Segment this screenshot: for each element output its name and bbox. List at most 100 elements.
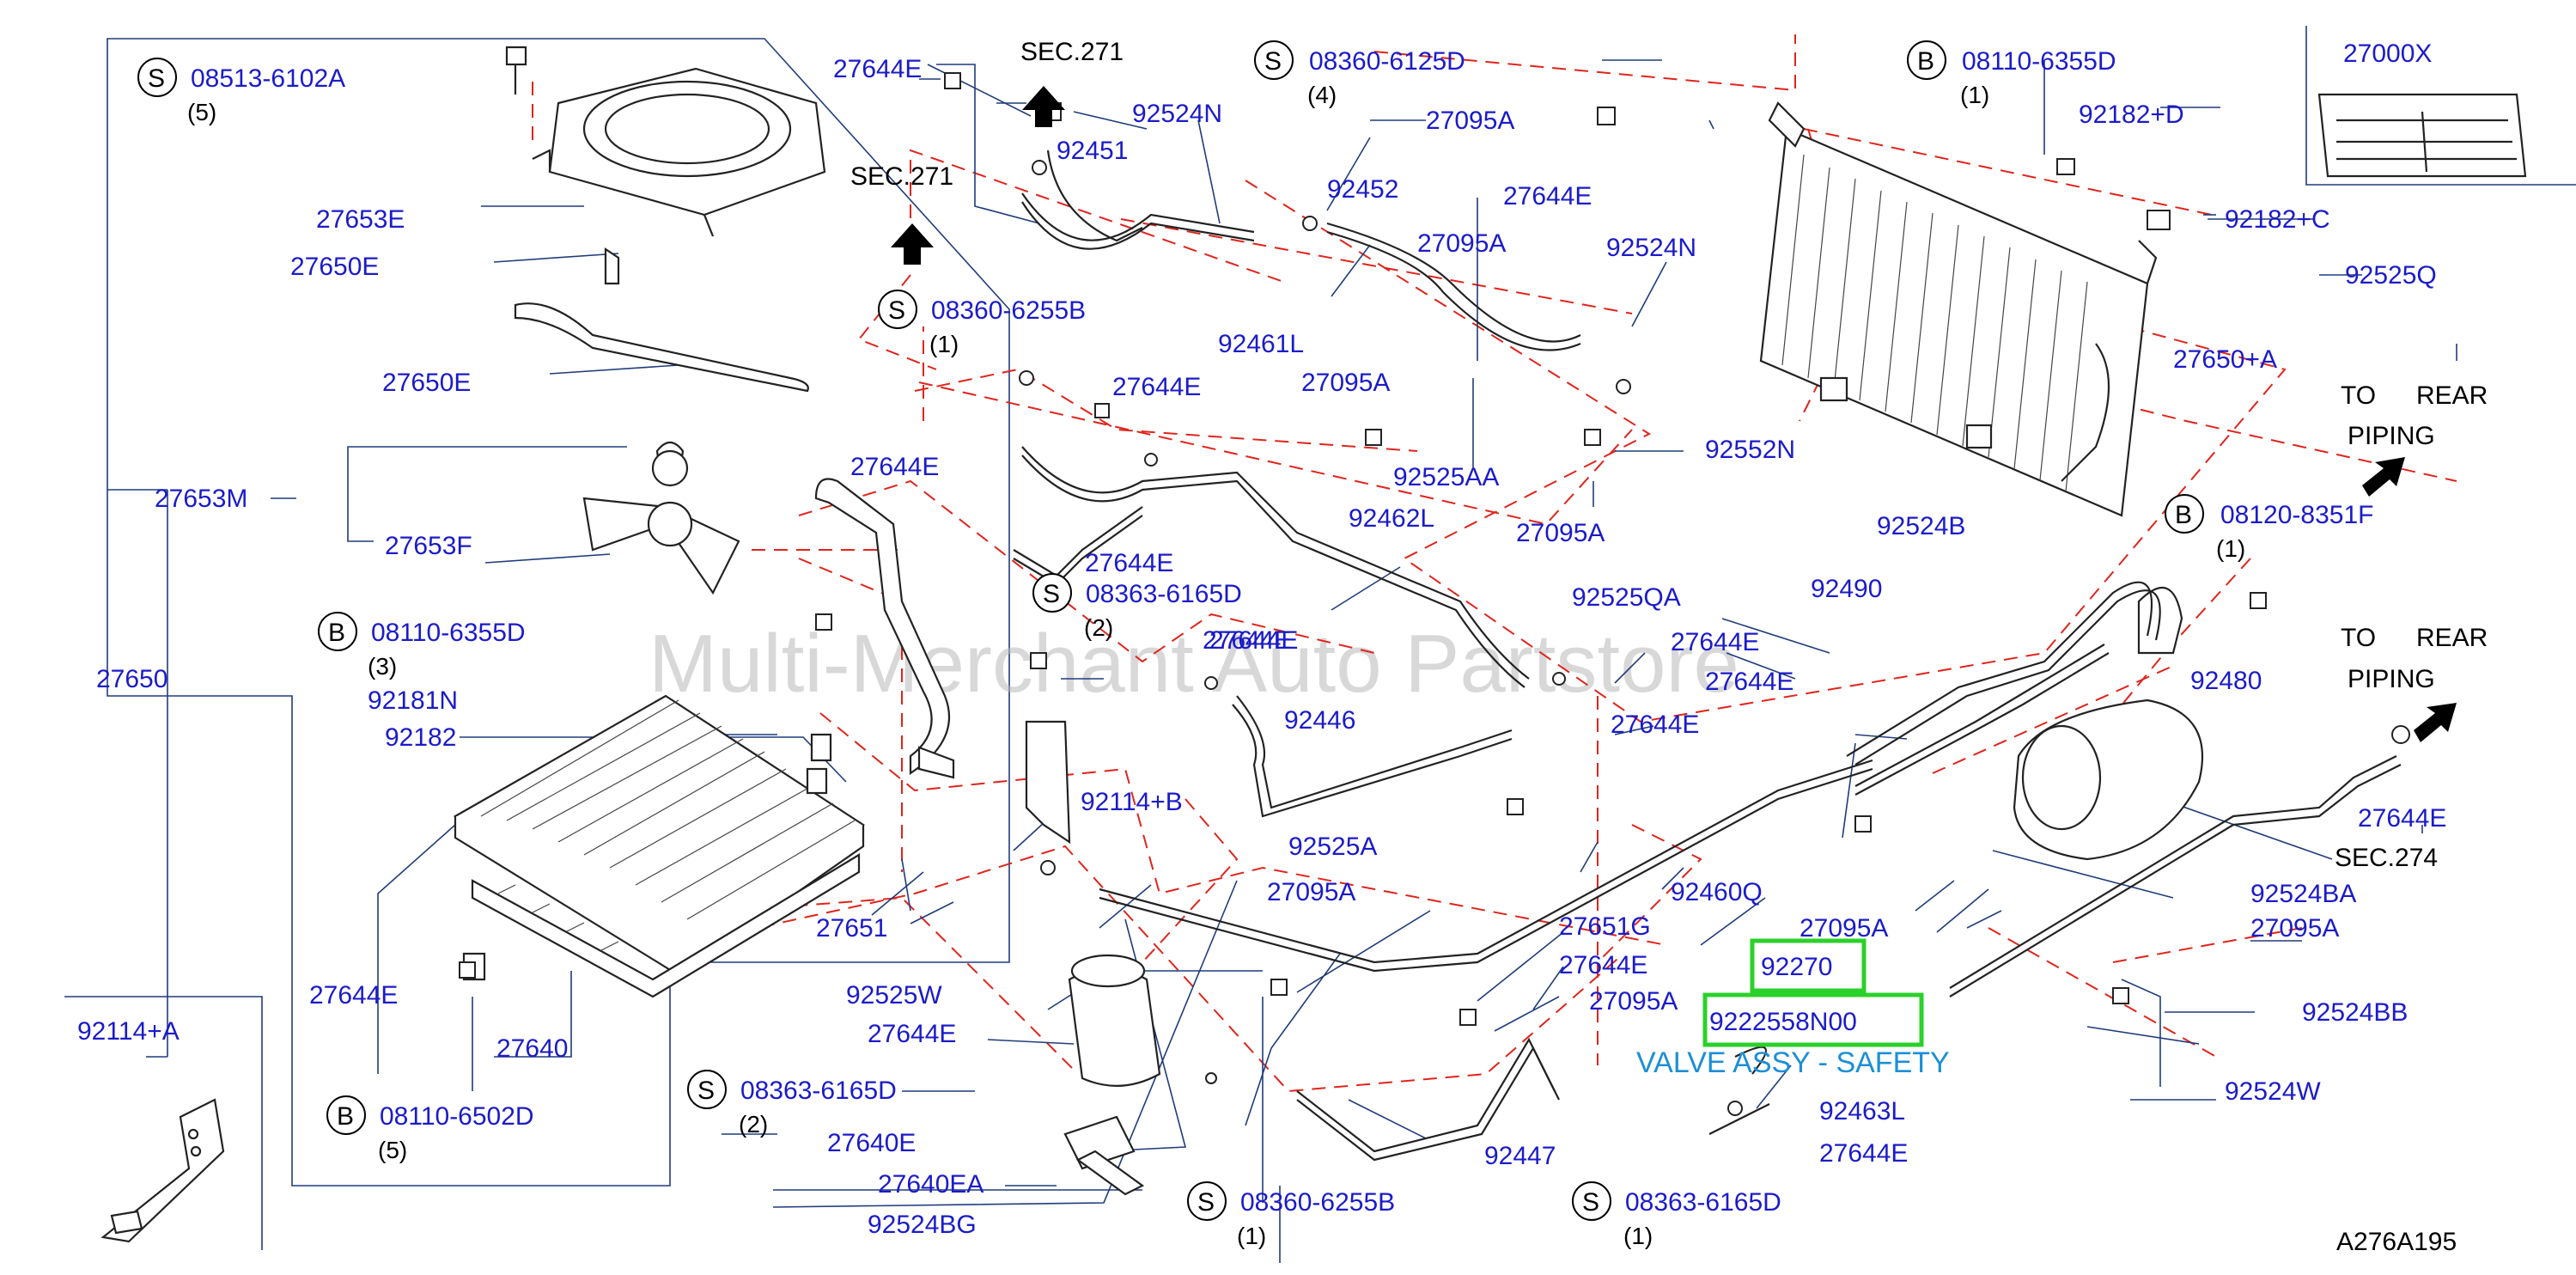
part-label[interactable]: 27644E — [1203, 626, 1291, 655]
part-label[interactable]: 92524BB — [2302, 998, 2408, 1027]
part-label[interactable]: 27640E — [827, 1129, 916, 1157]
part-label[interactable]: 92525Q — [2345, 261, 2437, 290]
bolt-10-code: 08360-6255B — [1240, 1188, 1395, 1217]
part-label[interactable]: 92524W — [2225, 1077, 2321, 1106]
part-label[interactable]: 27650+A — [2173, 345, 2277, 374]
part-label[interactable]: 27095A — [2250, 914, 2339, 943]
part-label[interactable]: 27650 — [96, 665, 167, 693]
part-label[interactable]: 92182+D — [2079, 101, 2184, 129]
part-label[interactable]: 27644E — [868, 1020, 956, 1048]
part-labels: 27644E 92451 92524N 27095A 92452 27644E … — [77, 40, 2446, 1239]
part-label[interactable]: 92446 — [1284, 706, 1355, 735]
part-label[interactable]: 27644E — [1705, 668, 1793, 696]
part-label[interactable]: 27644E — [1503, 182, 1592, 210]
part-label[interactable]: 27651 — [816, 914, 887, 943]
part-label[interactable]: 27644E — [1611, 711, 1699, 739]
part-label[interactable]: 92462L — [1349, 504, 1434, 533]
part-label[interactable]: 27644E — [833, 55, 922, 83]
ref-sec271a[interactable]: SEC.271 — [1020, 38, 1124, 66]
part-label[interactable]: 27095A — [1516, 519, 1605, 547]
part-label[interactable]: 92463L — [1819, 1097, 1905, 1126]
group-frame-label — [2305, 26, 2576, 186]
part-label[interactable]: 27644E — [1671, 628, 1759, 656]
part-label[interactable]: 92447 — [1484, 1142, 1556, 1170]
part-label[interactable]: 92525QA — [1572, 583, 1681, 612]
ref-sec274[interactable]: SEC.274 — [2335, 844, 2438, 872]
bolt-4-type: S — [888, 296, 905, 325]
part-label[interactable]: 27095A — [1267, 878, 1355, 906]
part-label[interactable]: 27644E — [1209, 626, 1298, 655]
part-label[interactable]: 92490 — [1811, 575, 1882, 603]
part-label[interactable]: 27095A — [1417, 229, 1506, 258]
part-label[interactable]: 92525A — [1288, 833, 1377, 861]
part-label[interactable]: 92524BG — [868, 1211, 977, 1239]
part-label[interactable]: 27651G — [1559, 912, 1651, 941]
part-label[interactable]: 27640 — [496, 1034, 568, 1063]
condenser-drawing — [453, 478, 1071, 998]
part-label[interactable]: 92524N — [1132, 100, 1222, 128]
bolt-9-qty: (2) — [739, 1111, 768, 1138]
bolt-11-type: S — [1582, 1188, 1599, 1217]
part-label[interactable]: 27644E — [309, 981, 398, 1010]
part-label[interactable]: 92182+C — [2225, 205, 2330, 234]
part-label[interactable]: 27644E — [1819, 1139, 1908, 1168]
part-label[interactable]: 92181N — [368, 686, 458, 715]
highlight-partno-label[interactable]: 9222558N00 — [1709, 1008, 1857, 1036]
part-label[interactable]: 92480 — [2190, 667, 2262, 695]
part-label[interactable]: 92552N — [1705, 436, 1795, 464]
part-label[interactable]: 27650E — [382, 369, 471, 397]
part-label[interactable]: 92524B — [1877, 512, 1965, 540]
rear-piping-arrow-1-icon — [2362, 457, 2405, 497]
part-label[interactable]: 27644E — [850, 453, 939, 481]
part-label[interactable]: 27644E — [1112, 373, 1201, 401]
ref-sec271b[interactable]: SEC.271 — [850, 162, 953, 191]
group-frame-bracket — [64, 996, 263, 1250]
part-label[interactable]: 27653E — [316, 205, 405, 234]
part-label[interactable]: 27095A — [1800, 914, 1888, 943]
part-label[interactable]: 27095A — [1589, 987, 1678, 1016]
part-label[interactable]: 27653F — [385, 532, 472, 560]
part-label[interactable]: 27640EA — [878, 1170, 984, 1199]
part-label[interactable]: 92524BA — [2250, 880, 2356, 908]
highlight-part-label[interactable]: 92270 — [1761, 953, 1832, 981]
rear2-to: TO — [2341, 624, 2376, 652]
part-label[interactable]: 27644E — [2358, 804, 2446, 833]
bolt-3-qty: (1) — [1960, 82, 1989, 108]
part-label[interactable]: 92114+B — [1081, 788, 1183, 816]
bolt-8-code: 08110-6502D — [380, 1102, 534, 1131]
part-label[interactable]: 92461L — [1218, 330, 1304, 358]
bolt-3-code: 08110-6355D — [1962, 47, 2116, 76]
ref-rear-piping-2: TO REAR PIPING — [2341, 624, 2488, 693]
part-label[interactable]: 27095A — [1426, 107, 1514, 135]
part-label[interactable]: 92460Q — [1671, 878, 1763, 906]
bolt-7-type: B — [2175, 501, 2192, 529]
part-label[interactable]: 92525AA — [1393, 463, 1499, 491]
part-label[interactable]: 92451 — [1057, 137, 1128, 165]
part-label[interactable]: 27644E — [1559, 951, 1647, 979]
part-label[interactable]: 27650E — [290, 253, 379, 281]
part-label[interactable]: 27095A — [1301, 369, 1390, 397]
part-label[interactable]: 92182 — [385, 723, 456, 752]
part-label[interactable]: 92524N — [1606, 234, 1696, 262]
part-label[interactable]: 92114+A — [77, 1017, 180, 1046]
part-label[interactable]: 27653M — [155, 485, 247, 513]
rear2-rear: REAR — [2416, 624, 2488, 652]
part-label[interactable]: 92452 — [1327, 175, 1398, 204]
part-label[interactable]: 27000X — [2343, 40, 2432, 68]
part-label[interactable]: 27644E — [1085, 549, 1173, 577]
bolt-6-qty: (3) — [368, 653, 397, 680]
part-label[interactable]: 92525W — [846, 981, 942, 1010]
